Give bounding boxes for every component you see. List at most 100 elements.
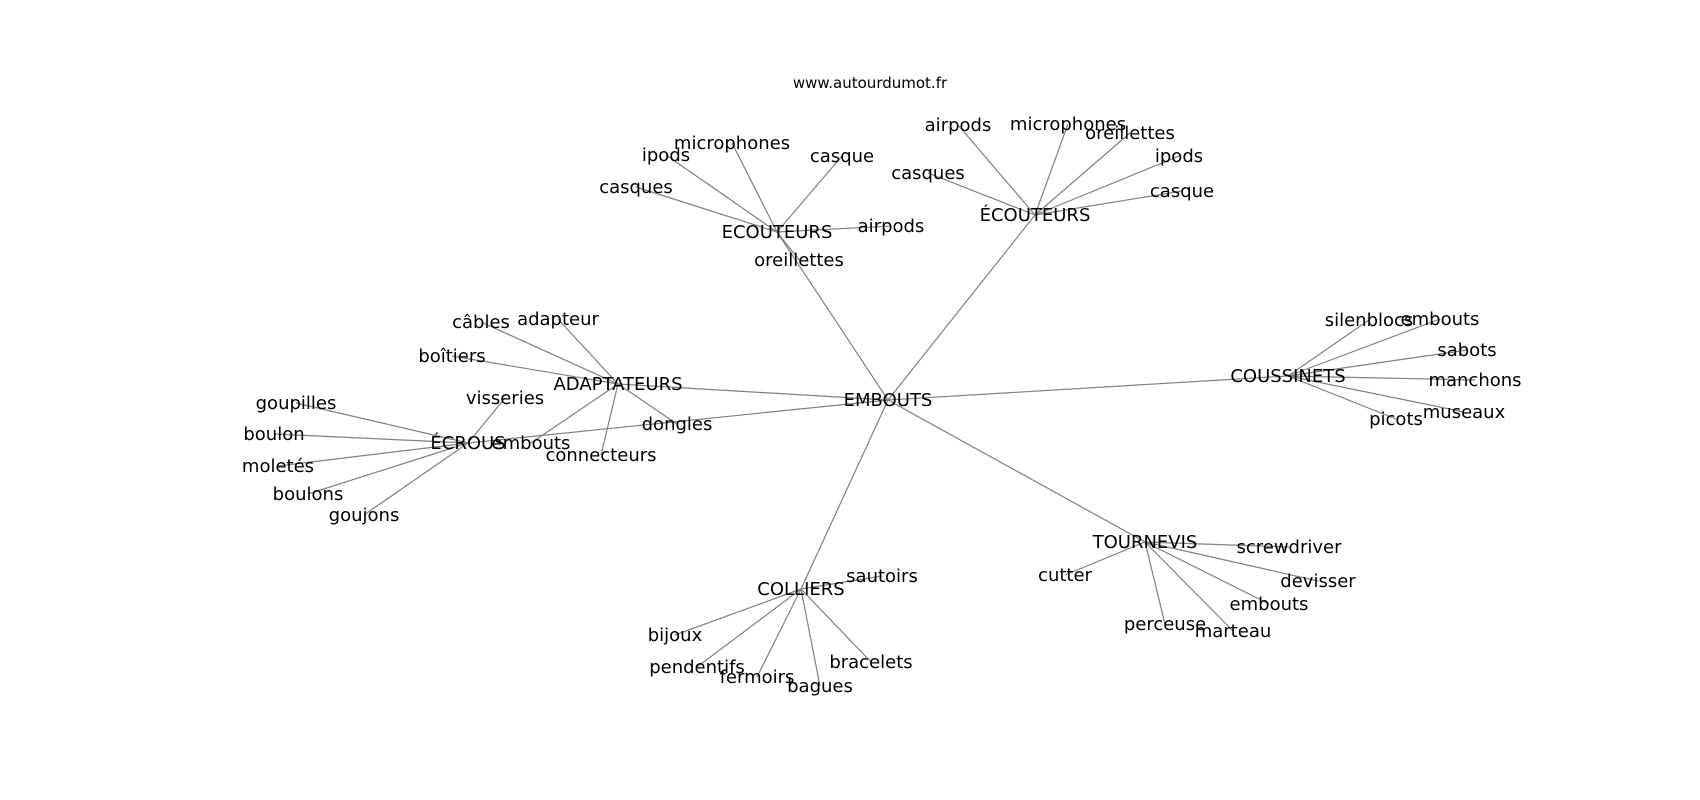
edge-ecouteurs-casques [927,172,1036,216]
node-leaf-adapteur: adapteur [517,309,599,330]
node-leaf-bijoux: bijoux [648,625,703,646]
node-leaf-goujons: goujons [329,505,400,526]
edge-colliers-pendentifs [696,588,802,668]
node-leaf-bracelets: bracelets [829,652,912,673]
edge-adaptateurs-embouts [530,383,619,444]
edge-coussinets-manchons [1287,375,1476,381]
node-leaf-cutter: cutter [1038,565,1092,586]
node-leaf-goupilles: goupilles [256,393,337,414]
edge-tournevis-cutter [1064,541,1146,576]
edge-ecouteurs-casque [776,155,843,233]
edge-ecouteurs-ipods [665,154,778,233]
node-leaf-boulons: boulons [273,484,344,505]
edge-adaptateurs-connecteurs [600,383,619,456]
node-cluster-tournevis: TOURNEVIS [1092,532,1198,553]
edge-tournevis-screwdriver [1144,541,1290,548]
node-embouts-center: EMBOUTS [844,390,933,411]
edge-adaptateurs-cables [480,321,619,385]
edge-adaptateurs-dongles [617,383,678,425]
edges [273,123,1476,687]
edge-ecrous-visseries [467,397,506,444]
node-leaf-connecteurs: connecteurs [545,445,656,466]
edge-tournevis-embouts [1144,541,1270,605]
edge-ecouteurs-airpods [957,124,1036,216]
edge-coussinets-sabots [1287,349,1468,377]
node-leaf-fermoirs: fermoirs [720,667,795,688]
edge-coussinets-museaux [1287,375,1465,413]
node-leaf-devisser: devisser [1280,571,1356,592]
node-cluster-ecrous: ÉCROUS [430,432,505,454]
node-leaf-screwdriver: screwdriver [1236,537,1342,558]
edge-adaptateurs-adapteur [557,318,619,385]
node-leaf-casque: casque [1150,181,1214,202]
edge-coussinets-embouts [1287,318,1441,377]
edge-coussinets-picots [1287,375,1397,420]
edge-ecouteurs-oreillettes [776,231,800,261]
node-leaf-museaux: museaux [1423,402,1506,423]
node-cluster-ecouteurs: ECOUTEURS [722,222,833,243]
node-cluster-colliers: COLLIERS [757,579,844,600]
edge-ecouteurs-oreillettes [1034,132,1131,216]
node-leaf-boulon: boulon [243,424,304,445]
node-leaf-cables: câbles [452,312,510,333]
edge-tournevis-devisser [1144,541,1319,582]
node-leaf-dongles: dongles [642,414,713,435]
edge-adaptateurs-boitiers [451,355,619,385]
node-leaf-casques: casques [891,163,965,184]
edge-ecrous-goupilles [295,402,469,444]
source-label: www.autourdumot.fr [793,74,948,92]
edge-ecrous-boulons [307,442,469,495]
edge-center-ecouteurs [887,214,1036,401]
node-leaf-ipods: ipods [1155,146,1203,167]
edge-ecouteurs-airpods [776,225,892,233]
edge-colliers-bagues [800,588,821,687]
node-leaf-bagues: bagues [787,676,853,697]
edge-colliers-sautoirs [800,575,883,590]
node-leaf-airpods: airpods [925,115,992,136]
node-cluster-adaptateurs: ADAPTATEURS [553,374,682,395]
edge-ecouteurs-microphones [1034,123,1069,216]
edge-center-tournevis [887,399,1146,543]
edge-tournevis-marteau [1144,541,1234,632]
edge-center-ecouteurs [776,231,889,401]
edge-ecouteurs-casques [635,186,778,233]
node-leaf-embouts: embouts [492,433,571,454]
edge-colliers-bijoux [674,588,802,636]
edge-center-ecrous [467,399,889,444]
node-leaf-microphones: microphones [674,133,790,154]
node-labels: www.autourdumot.fr EMBOUTS ECOUTEURS micro… [242,74,1522,697]
edge-colliers-fermoirs [756,588,802,678]
node-leaf-manchons: manchons [1428,370,1521,391]
edge-center-coussinets [887,375,1289,401]
node-leaf-perceuse: perceuse [1124,614,1206,635]
node-leaf-microphones: microphones [1010,114,1126,135]
edge-ecrous-goujons [363,442,469,516]
node-cluster-coussinets: COUSSINETS [1230,366,1345,387]
node-leaf-moletes: moletés [242,456,314,477]
node-cluster-ecouteurs: ÉCOUTEURS [980,204,1091,226]
edge-coussinets-silenblocs [1287,319,1370,377]
edge-ecouteurs-casque [1034,190,1183,216]
edge-ecrous-boulon [273,433,469,444]
node-leaf-airpods: airpods [858,216,925,237]
node-leaf-sabots: sabots [1437,340,1496,361]
node-leaf-visseries: visseries [466,388,544,409]
node-leaf-embouts: embouts [1230,594,1309,615]
edge-ecouteurs-microphones [731,142,778,233]
edge-ecouteurs-ipods [1034,155,1180,216]
node-leaf-boitiers: boîtiers [418,346,485,367]
node-leaf-casque: casque [810,146,874,167]
edge-center-adaptateurs [617,383,889,401]
node-leaf-casques: casques [599,177,673,198]
edge-tournevis-perceuse [1144,541,1166,625]
edge-center-colliers [800,399,889,590]
node-leaf-embouts: embouts [1401,309,1480,330]
node-leaf-oreillettes: oreillettes [754,250,844,271]
node-leaf-picots: picots [1369,409,1423,430]
node-leaf-silenblocs: silenblocs [1325,310,1414,331]
node-leaf-pendentifs: pendentifs [649,657,745,678]
node-leaf-marteau: marteau [1195,621,1272,642]
node-leaf-ipods: ipods [642,145,690,166]
node-leaf-sautoirs: sautoirs [846,566,918,587]
